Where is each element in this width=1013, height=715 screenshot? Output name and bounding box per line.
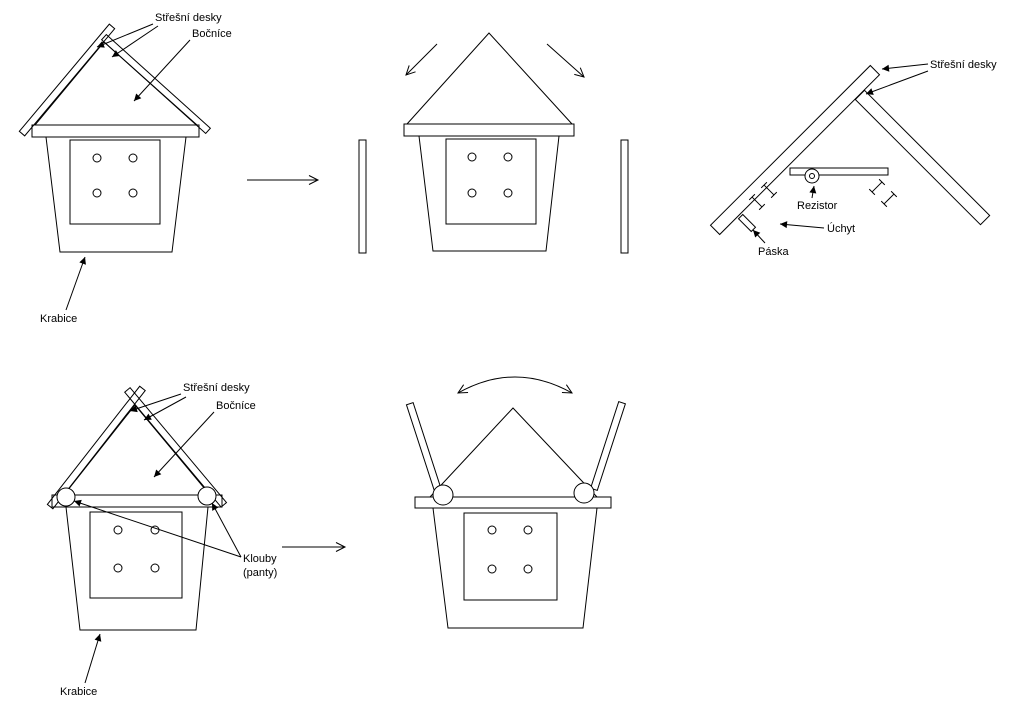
detached-board-left bbox=[358, 139, 367, 254]
vent-hole bbox=[523, 564, 533, 574]
vent-hole bbox=[487, 564, 497, 574]
label-arrow-hinge-left bbox=[73, 499, 242, 558]
label-arrow-roof-left bbox=[881, 63, 929, 72]
vent-hole bbox=[467, 188, 477, 198]
label-arrow-roof-right bbox=[865, 70, 929, 95]
label-arrow-tape bbox=[752, 229, 766, 244]
ventilation-holes bbox=[113, 525, 160, 573]
label-arrow-roof-right bbox=[143, 396, 187, 421]
label-arrow-box bbox=[65, 256, 86, 311]
label-arrow-box bbox=[84, 633, 102, 684]
label-arrow-hinge-right bbox=[211, 502, 242, 558]
label-side-panels: Bočníce bbox=[192, 28, 232, 40]
vent-hole bbox=[113, 525, 123, 535]
label-arrow-side bbox=[133, 39, 191, 102]
roof-board-right bbox=[854, 89, 991, 226]
mount-clamp bbox=[880, 190, 898, 208]
vent-hole bbox=[523, 525, 533, 535]
label-roof-boards: Střešní desky bbox=[155, 12, 222, 24]
vent-hole bbox=[113, 563, 123, 573]
mount-clamp bbox=[748, 193, 766, 211]
label-roof-boards: Střešní desky bbox=[183, 382, 250, 394]
eave-plate bbox=[403, 123, 575, 137]
roof-board-left bbox=[46, 385, 146, 510]
roof-board-left bbox=[18, 23, 116, 137]
panel-house-assembled: Střešní desky Bočníce Krabice bbox=[18, 12, 232, 325]
roof-board-right bbox=[124, 386, 228, 508]
label-tape: Páska bbox=[758, 246, 789, 258]
label-box: Krabice bbox=[40, 313, 77, 325]
box-front-panel bbox=[463, 512, 558, 601]
label-mount: Úchyt bbox=[827, 222, 855, 235]
resistor-strip bbox=[789, 167, 889, 176]
vent-hole bbox=[128, 153, 138, 163]
vent-hole bbox=[487, 525, 497, 535]
box-body bbox=[45, 136, 187, 253]
vent-hole bbox=[503, 152, 513, 162]
ventilation-holes bbox=[467, 152, 513, 198]
label-arrow-roof-left bbox=[129, 393, 182, 413]
gable-triangle bbox=[406, 32, 573, 125]
box-body bbox=[418, 135, 560, 252]
hinge-left bbox=[56, 487, 76, 507]
label-arrow-roof-right bbox=[111, 25, 159, 58]
hinge-right bbox=[573, 482, 595, 504]
panel-roof-open bbox=[405, 376, 627, 629]
label-arrow-roof-left bbox=[96, 23, 154, 48]
mount-clamp bbox=[868, 178, 886, 196]
resistor-core bbox=[809, 173, 815, 179]
ventilation-holes bbox=[92, 153, 138, 198]
open-board-right bbox=[589, 401, 627, 491]
mount-clamp bbox=[760, 181, 778, 199]
label-arrow-mount bbox=[779, 221, 825, 229]
eave-plate bbox=[31, 124, 200, 138]
eave-plate bbox=[51, 494, 223, 508]
hinge-left bbox=[432, 484, 454, 506]
label-hinges-line1: Klouby bbox=[243, 553, 277, 565]
tape-piece bbox=[737, 213, 757, 233]
removal-arrow-left bbox=[405, 43, 438, 76]
box-body bbox=[432, 507, 598, 629]
gable-triangle bbox=[63, 404, 211, 496]
label-resistor: Rezistor bbox=[797, 200, 838, 212]
panel-roof-removed bbox=[358, 32, 629, 254]
roof-board-right bbox=[100, 33, 212, 135]
vent-hole bbox=[128, 188, 138, 198]
label-side-panels: Bočníce bbox=[216, 400, 256, 412]
gable-triangle bbox=[429, 407, 598, 498]
box-front-panel bbox=[89, 511, 183, 599]
detached-board-right bbox=[620, 139, 629, 254]
label-box: Krabice bbox=[60, 686, 97, 698]
open-board-left bbox=[405, 402, 443, 493]
removal-arrow-right bbox=[546, 43, 585, 78]
vent-hole bbox=[467, 152, 477, 162]
panel-roof-detail: Střešní desky Rezistor Úchyt Páska bbox=[709, 59, 997, 258]
label-arrow-resistor bbox=[809, 185, 817, 199]
vent-hole bbox=[92, 188, 102, 198]
box-body bbox=[65, 506, 209, 631]
hinge-right bbox=[197, 486, 217, 506]
label-roof-boards: Střešní desky bbox=[930, 59, 997, 71]
ventilation-holes bbox=[487, 525, 533, 574]
swing-arrow bbox=[457, 376, 573, 394]
box-front-panel bbox=[69, 139, 161, 225]
vent-hole bbox=[92, 153, 102, 163]
label-arrow-side bbox=[153, 411, 215, 478]
box-front-panel bbox=[445, 138, 537, 225]
panel-house-hinged: Střešní desky Bočníce Klouby (panty) Kra… bbox=[46, 382, 277, 698]
vent-hole bbox=[150, 563, 160, 573]
resistor-body bbox=[804, 168, 820, 184]
roof-board-left bbox=[709, 64, 881, 236]
vent-hole bbox=[503, 188, 513, 198]
label-hinges-line2: (panty) bbox=[243, 567, 277, 579]
